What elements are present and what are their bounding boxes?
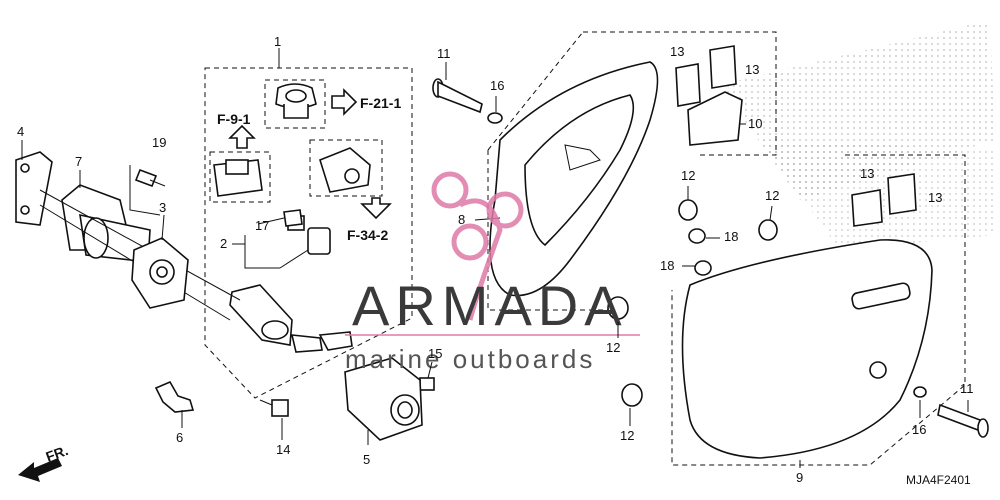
callout-8: 8 — [458, 212, 465, 227]
bolt-19 — [134, 168, 166, 188]
nut-18-a — [688, 228, 706, 244]
grommet-12-d — [621, 383, 643, 407]
callout-3: 3 — [159, 200, 166, 215]
callout-18-a: 18 — [724, 229, 738, 244]
armada-logo-icon — [431, 171, 524, 321]
pad-13-a — [675, 63, 701, 107]
watermark-brand: ARMADA — [352, 274, 628, 337]
arrow-right-f211 — [331, 88, 358, 116]
arrow-up-f91 — [228, 124, 256, 149]
switch-cap — [319, 147, 371, 193]
callout-6: 6 — [176, 430, 183, 445]
key-6 — [154, 380, 195, 413]
callout-18-b: 18 — [660, 258, 674, 273]
diagram-code: MJA4F2401 — [906, 473, 971, 487]
callout-12-d: 12 — [620, 428, 634, 443]
pad-13-b — [709, 45, 737, 89]
pad-13-c — [851, 189, 883, 227]
bolt-14 — [259, 399, 289, 417]
clip-17 — [283, 209, 303, 227]
switch-bracket — [213, 159, 263, 197]
watermark-tagline: marine outboards — [345, 344, 595, 374]
plate-4 — [15, 151, 53, 226]
ref-f91: F-9-1 — [217, 111, 251, 127]
callout-7: 7 — [75, 154, 82, 169]
housing-7 — [61, 184, 151, 263]
pad-10 — [687, 91, 743, 146]
ignition-switch — [229, 215, 353, 353]
bolt-11-right — [937, 403, 989, 438]
box-10-13 — [583, 31, 777, 156]
ref-box-f342 — [309, 139, 383, 197]
frame-cover-8 — [489, 61, 659, 297]
box-8-edge — [487, 31, 584, 151]
grommet-12-b — [758, 219, 778, 241]
arrow-down-f342 — [360, 197, 392, 220]
callout-16-top: 16 — [490, 78, 504, 93]
callout-13-b: 13 — [745, 62, 759, 77]
callout-12-a: 12 — [681, 168, 695, 183]
assembly-box-1 — [204, 48, 413, 399]
pad-13-d — [887, 173, 917, 215]
cover-5 — [344, 357, 423, 441]
callout-2: 2 — [220, 236, 227, 251]
callout-9: 9 — [796, 470, 803, 485]
callout-4: 4 — [17, 124, 24, 139]
callout-12-b: 12 — [765, 188, 779, 203]
ignition-switch-cover — [275, 83, 317, 119]
callout-15: 15 — [428, 346, 442, 361]
cylinder-3 — [131, 237, 189, 309]
callout-5: 5 — [363, 452, 370, 467]
callout-14: 14 — [276, 442, 290, 457]
ref-box-f211 — [264, 79, 326, 129]
ref-f342: F-34-2 — [347, 227, 388, 243]
callout-17: 17 — [255, 218, 269, 233]
front-arrow-icon — [18, 458, 62, 482]
callout-11-top: 11 — [437, 46, 451, 61]
callout-12-c: 12 — [606, 340, 620, 355]
callout-13-c: 13 — [860, 166, 874, 181]
callout-13-d: 13 — [928, 190, 942, 205]
grommet-12-c — [607, 296, 629, 320]
grommet-12-a — [678, 199, 698, 221]
washer-16-right — [913, 386, 927, 398]
nut-18-b — [694, 260, 712, 276]
ref-f211: F-21-1 — [360, 95, 401, 111]
front-label: FR. — [44, 442, 71, 465]
washer-16-top — [487, 112, 503, 124]
box-9 — [671, 154, 966, 466]
side-cover-9 — [681, 239, 933, 459]
callout-11-right: 11 — [960, 381, 974, 396]
ref-box-f91 — [209, 151, 271, 203]
callout-10: 10 — [748, 116, 762, 131]
callout-16-right: 16 — [912, 422, 926, 437]
callout-1: 1 — [274, 34, 281, 49]
callout-13-a: 13 — [670, 44, 684, 59]
callout-19: 19 — [152, 135, 166, 150]
bolt-11-top — [432, 78, 483, 114]
